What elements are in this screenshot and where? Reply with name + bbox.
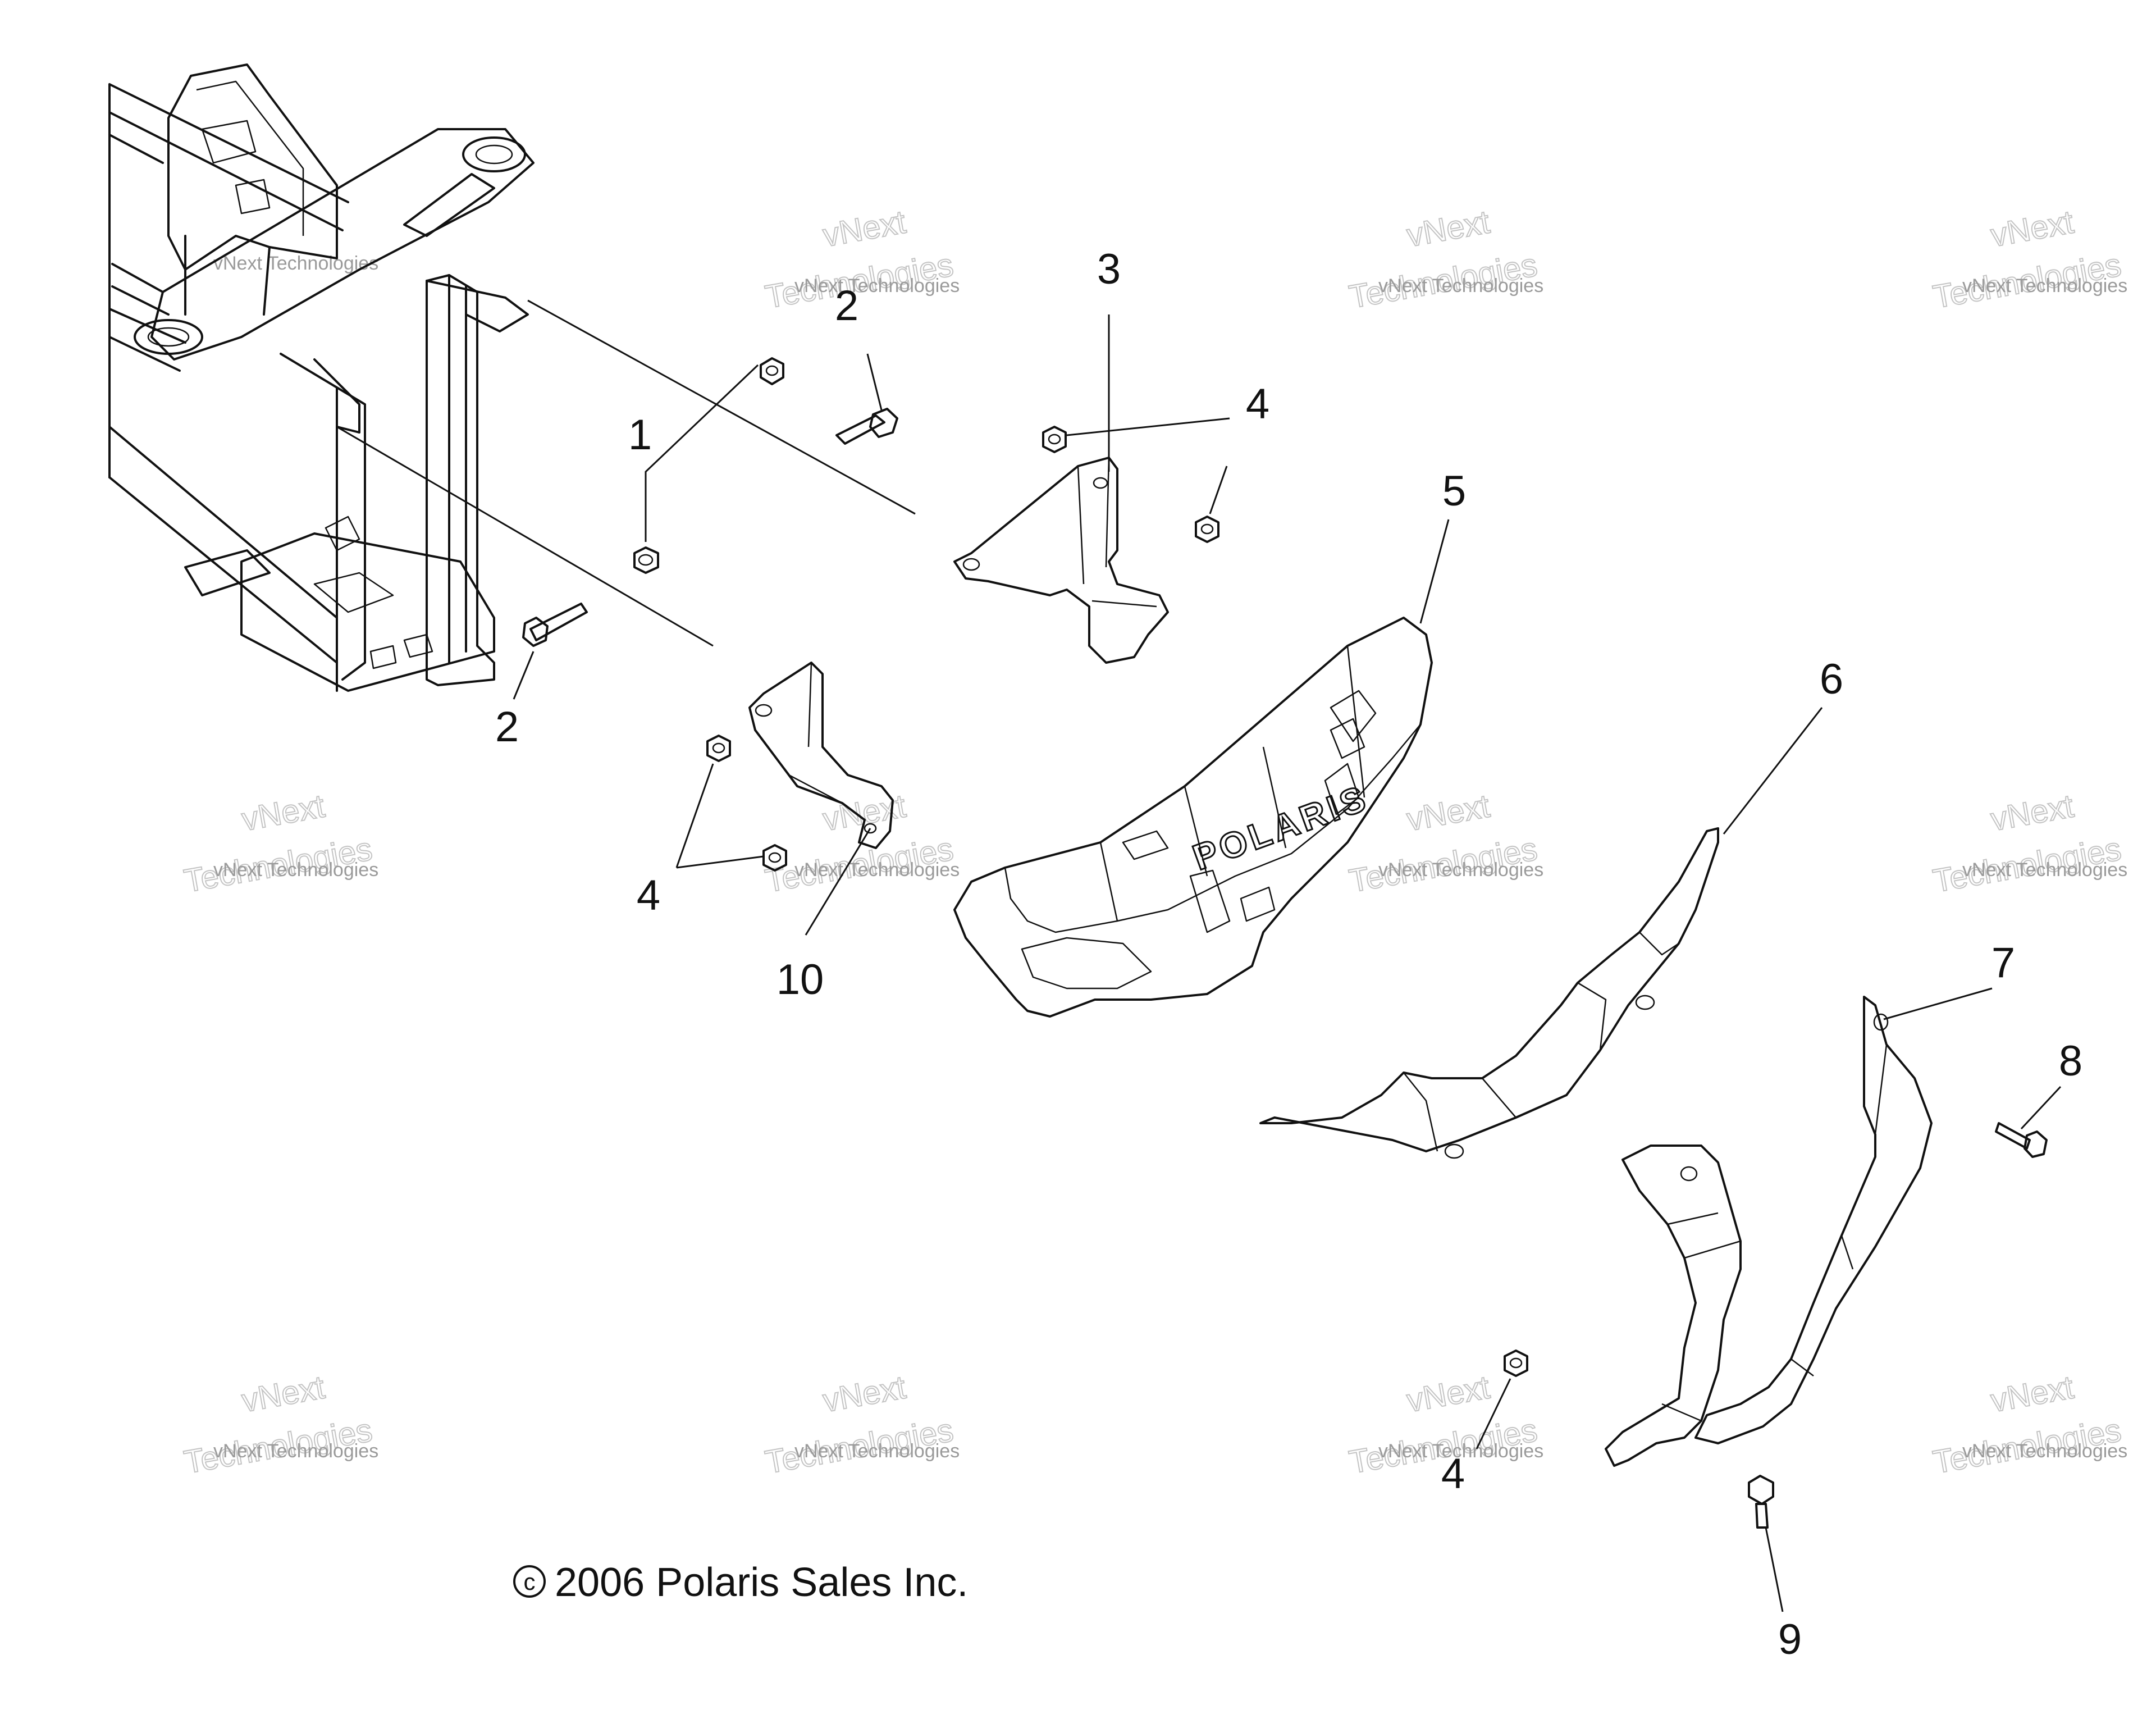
alignment-line <box>336 426 714 647</box>
svg-text:vNext: vNext <box>820 1369 908 1420</box>
callout-labels: 1 2 2 3 4 4 4 5 6 7 8 9 10 <box>495 245 2082 1663</box>
callout-2-lower: 2 <box>495 703 519 751</box>
callout-3: 3 <box>1097 245 1121 293</box>
svg-text:vNext: vNext <box>1988 1369 2076 1420</box>
copyright: c 2006 Polaris Sales Inc. <box>513 1560 968 1605</box>
svg-text:vNext Technologies: vNext Technologies <box>1378 275 1543 297</box>
part-8-bolt <box>1995 1086 2062 1158</box>
watermark: vNext Technologies <box>213 253 378 274</box>
watermark: vNext Technologies vNext Technologies <box>1346 203 1543 316</box>
svg-text:vNext Technologies: vNext Technologies <box>1378 859 1543 881</box>
part-2-bolt-upper <box>835 353 898 445</box>
alignment-line <box>527 299 916 515</box>
polaris-logo: POLARIS <box>1187 776 1374 878</box>
svg-text:vNext Technologies: vNext Technologies <box>213 859 378 881</box>
watermark: vNext Technologies vNext Technologies <box>1930 203 2127 316</box>
svg-text:vNext: vNext <box>1404 788 1492 838</box>
part-10-bracket <box>748 662 894 936</box>
svg-text:vNext Technologies: vNext Technologies <box>794 859 960 881</box>
svg-text:vNext: vNext <box>820 204 908 254</box>
part-4-nut-lower <box>1476 1349 1528 1449</box>
svg-text:vNext Technologies: vNext Technologies <box>1962 1440 2127 1462</box>
part-4-nut-upper <box>1042 417 1230 543</box>
callout-4-upper: 4 <box>1246 380 1269 428</box>
svg-text:vNext: vNext <box>1988 204 2076 254</box>
part-6-grille-bar <box>1259 707 1823 1159</box>
watermark: vNext Technologies vNext Technologies <box>1930 787 2127 900</box>
copyright-symbol <box>513 1565 546 1598</box>
svg-text:vNext: vNext <box>239 1369 327 1420</box>
watermark: vNext Technologies vNext Technologies <box>762 203 960 316</box>
vehicle-frame <box>108 63 535 692</box>
watermark: vNext Technologies vNext Technologies <box>1346 787 1543 900</box>
svg-text:vNext: vNext <box>239 788 327 838</box>
part-5-front-bumper: POLARIS <box>953 519 1450 1018</box>
svg-text:vNext: vNext <box>820 788 908 838</box>
part-1-nut <box>633 357 784 574</box>
watermark: vNext Technologies vNext Technologies <box>1930 1369 2127 1481</box>
copyright-text: 2006 Polaris Sales Inc. <box>555 1560 968 1605</box>
part-2-bolt-lower <box>513 603 588 700</box>
watermark: vNext Technologies vNext Technologies <box>762 1369 960 1481</box>
svg-text:vNext Technologies: vNext Technologies <box>213 253 378 274</box>
part-4-nut-middle <box>675 735 787 872</box>
callout-5: 5 <box>1442 467 1466 515</box>
callout-2-upper: 2 <box>835 282 858 330</box>
svg-text:vNext Technologies: vNext Technologies <box>1962 859 2127 881</box>
callout-10: 10 <box>776 956 824 1004</box>
watermark-grid: vNext Technologies vNext Technologies vN… <box>181 203 2127 1481</box>
svg-text:vNext Technologies: vNext Technologies <box>794 275 960 297</box>
callout-7: 7 <box>1991 939 2015 987</box>
svg-text:vNext Technologies: vNext Technologies <box>1378 1440 1543 1462</box>
svg-text:vNext: vNext <box>1988 788 2076 838</box>
svg-text:vNext Technologies: vNext Technologies <box>213 1440 378 1462</box>
callout-6: 6 <box>1820 655 1843 703</box>
watermark: vNext Technologies vNext Technologies <box>181 787 378 900</box>
svg-text:vNext Technologies: vNext Technologies <box>794 1440 960 1462</box>
svg-text:vNext: vNext <box>1404 1369 1492 1420</box>
callout-4-middle: 4 <box>637 872 660 919</box>
svg-text:vNext Technologies: vNext Technologies <box>1962 275 2127 297</box>
callout-9: 9 <box>1778 1616 1802 1663</box>
copyright-symbol-letter: c <box>524 1569 536 1595</box>
part-3-bracket <box>953 314 1169 664</box>
callout-1: 1 <box>628 411 652 459</box>
svg-text:vNext: vNext <box>1404 204 1492 254</box>
watermark: vNext Technologies vNext Technologies <box>181 1369 378 1481</box>
svg-text:POLARIS: POLARIS <box>1187 777 1373 878</box>
callout-4-lower: 4 <box>1441 1450 1465 1498</box>
part-7-lower-guard <box>1605 987 1993 1467</box>
callout-8: 8 <box>2059 1037 2082 1085</box>
part-9-bolt <box>1748 1475 1784 1612</box>
